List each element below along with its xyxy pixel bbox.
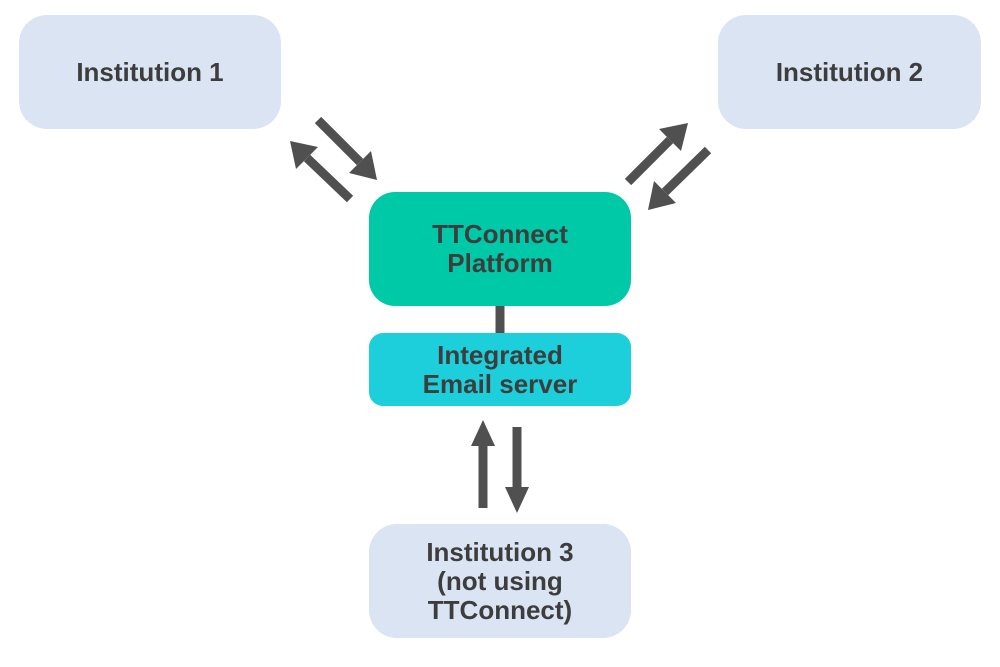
institution-3-label: Institution 3 (not using TTConnect) (426, 536, 574, 625)
institution-3-label-line-1: Institution 3 (426, 536, 574, 567)
institution-1-node: Institution 1 (19, 15, 281, 129)
platform-label-line-2: Platform (447, 248, 553, 278)
arrow-email-server-to-institution-3 (505, 427, 529, 513)
email-server-label-line-2: Email server (422, 368, 578, 399)
institution-3-label-line-3: TTConnect) (427, 594, 573, 625)
institution-2-node: Institution 2 (718, 15, 981, 129)
arrow-institution-3-to-email-server (471, 420, 495, 508)
platform-label: TTConnect Platform (432, 220, 568, 278)
arrow-platform-to-institution-2 (624, 123, 688, 186)
email-server-label: Integrated Email server (422, 339, 578, 399)
arrow-platform-to-institution-1 (290, 141, 354, 203)
institution-2-label: Institution 2 (775, 56, 924, 87)
institution-3-node: Institution 3 (not using TTConnect) (369, 524, 631, 638)
institution-1-label: Institution 1 (76, 56, 224, 87)
institution-3-label-line-2: (not using (437, 565, 563, 596)
integrated-email-server-node: Integrated Email server (369, 333, 631, 406)
email-server-label-line-1: Integrated (437, 339, 563, 370)
arrow-institution-1-to-platform (314, 116, 377, 180)
platform-label-line-1: TTConnect (432, 219, 568, 249)
arrow-institution-2-to-platform (648, 146, 712, 210)
ttconnect-platform-node: TTConnect Platform (369, 192, 631, 306)
